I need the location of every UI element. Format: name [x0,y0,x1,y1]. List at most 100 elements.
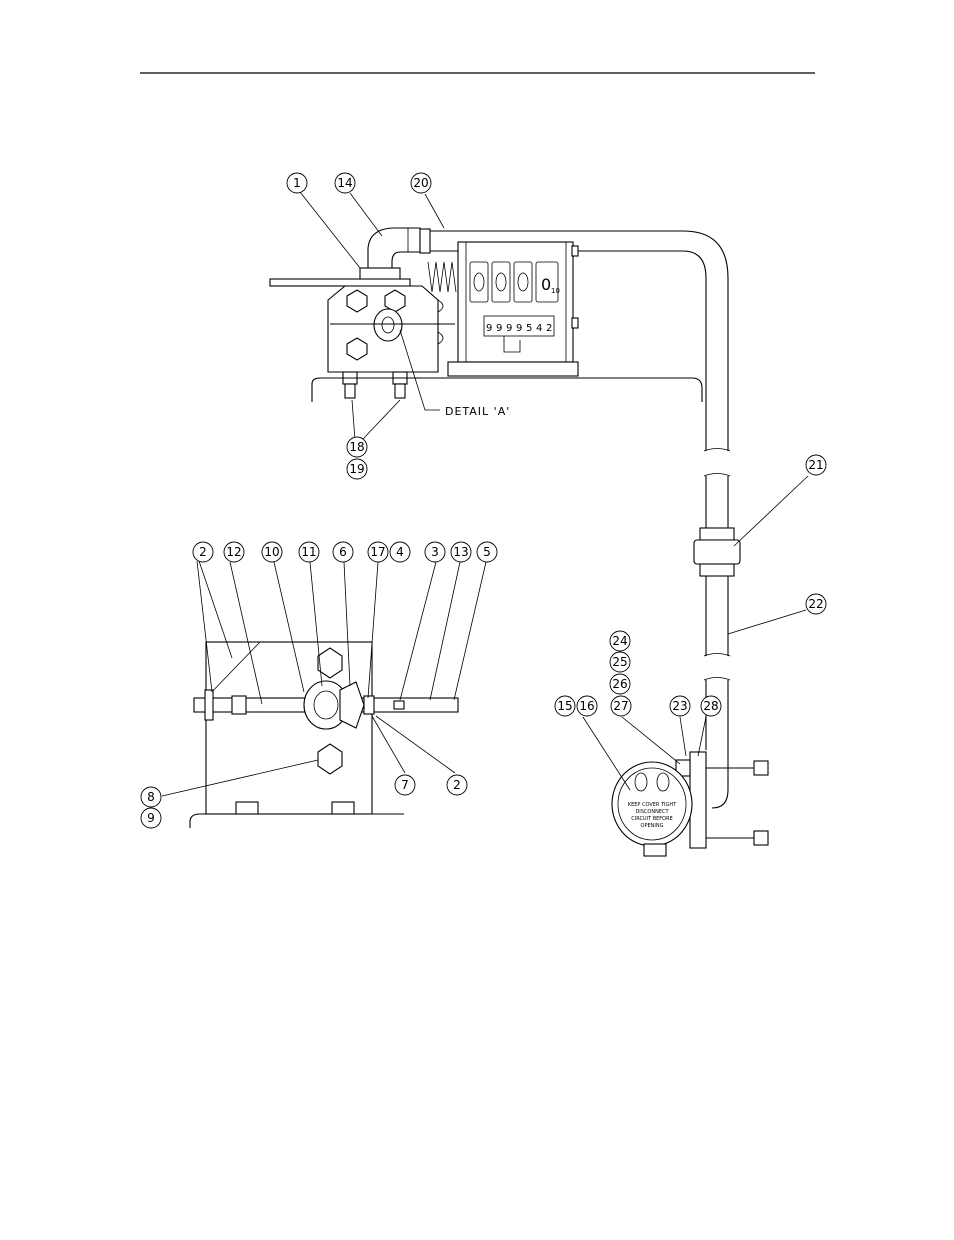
callout-circle-c4 [389,541,411,563]
counter-digit-4: 9 [516,323,522,334]
callout-label-c6: 6 [339,545,347,559]
counter-digit-2: 9 [496,323,502,334]
leader-17 [367,561,379,699]
callout-circle-c24 [609,630,631,652]
callout-label-c12: 12 [226,545,241,559]
lower-break-bottom [703,677,731,681]
callout-label-c10: 10 [264,545,279,559]
callout-label-c1: 1 [293,176,301,190]
callout-circle-c15 [554,695,576,717]
bracket-plate [689,751,707,849]
leader-22 [727,609,807,635]
detail-foot-left [235,801,259,815]
detail-pin [393,700,405,710]
callout-circle-c7 [394,774,416,796]
callout-circle-c2b [446,774,468,796]
register-linkage [503,336,521,353]
callout-circle-c25 [609,651,631,673]
callout-label-c16: 16 [579,699,594,713]
wheel-decimal-digit: 0 [541,275,551,294]
leader-18a [351,399,356,441]
leader-28 [697,716,707,757]
callout-circle-c5 [476,541,498,563]
callout-label-c18: 18 [349,440,364,454]
elbow-coupling [419,228,431,254]
leader-12 [229,561,263,705]
callout-label-c15: 15 [557,699,572,713]
callout-circle-c23 [669,695,691,717]
callout-label-c20: 20 [413,176,428,190]
callout-circle-c22 [805,593,827,615]
hex-bolt-right [384,289,406,313]
wheel-3 [513,261,533,303]
leader-13 [429,561,461,701]
scallop-2 [437,331,444,345]
register-base [447,361,579,377]
callout-label-c23: 23 [672,699,687,713]
switch-window-right [656,772,670,792]
callout-label-c13: 13 [453,545,468,559]
conduit-pipe-outer [430,230,729,451]
leader-7 [371,715,406,774]
detail-a-label: DETAIL 'A' [445,405,510,418]
leader-15 [582,716,631,791]
callout-label-c17: 17 [370,545,385,559]
detail-foot-right [331,801,355,815]
callout-circle-c19 [346,458,368,480]
counter-digit-7: 2 [546,323,552,334]
leader-10 [273,561,305,693]
wheel-2 [491,261,511,303]
top-assembly: 0 10 9 9 9 9 5 4 2 DETAIL 'A' [269,227,731,477]
counter-window [483,315,555,337]
counter-digits: 9 9 9 9 5 4 2 [486,323,552,334]
leader-23 [679,716,687,757]
callout-label-c5: 5 [483,545,491,559]
callout-circle-c8 [140,786,162,808]
lower-pipe-right-3 [711,680,729,809]
lower-break-top [703,653,731,657]
nameplate-line-1: KEEP COVER TIGHT [628,802,677,808]
callout-circle-c9 [140,807,162,829]
coupling-bottom [699,563,735,577]
foot-stud-right [394,383,406,399]
detail-collar [204,689,214,721]
wheel-window-2 [495,272,507,292]
detail-bushing [231,695,247,715]
coupling-body [693,539,741,565]
cam-wheel [373,308,403,342]
leader-20 [424,193,445,229]
callout-circle-c14 [334,172,356,194]
leader-18b [361,399,401,441]
nameplate-line-4: OPENING [641,823,664,829]
leader-2a-line1 [196,560,213,693]
callout-label-c27: 27 [613,699,628,713]
callout-label-c28: 28 [703,699,718,713]
callout-label-c9: 9 [147,811,155,825]
bracket-nut-bottom [753,830,769,846]
callout-circle-c12 [223,541,245,563]
wheel-4 [535,261,559,303]
register-bolt-top [571,245,579,257]
switch-conduit-hub [643,843,667,857]
callout-circle-c16 [576,695,598,717]
nameplate-line-2: DISCONNECT [635,809,669,815]
leader-11 [309,561,323,687]
detail-washer [363,695,375,715]
callout-label-c8: 8 [147,790,155,804]
callout-label-c4: 4 [396,545,404,559]
conduit-pipe-inner [430,250,707,451]
callout-circle-c27 [610,695,632,717]
shaft [269,278,411,287]
callout-label-c26: 26 [612,677,627,691]
nameplate-line-3: CIRCUIT BEFORE [631,816,673,822]
counter-digit-6: 4 [536,323,542,334]
callout-label-c19: 19 [349,462,364,476]
spring [427,261,457,293]
pipe-break-top [703,448,731,452]
leader-8 [161,759,319,797]
callout-label-c2a: 2 [199,545,207,559]
switch-cover-ring [617,767,687,841]
leader-2b [375,715,456,774]
